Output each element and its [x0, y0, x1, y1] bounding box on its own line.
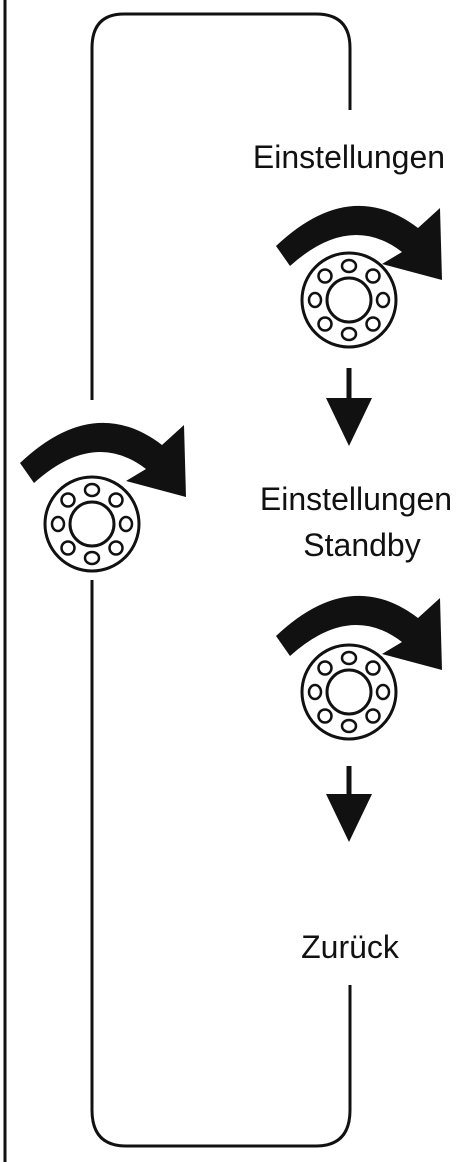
loop-connector: [90, 12, 352, 400]
knob-icon: [43, 475, 141, 573]
step-label-einstellungen-standby-line2: Standby: [303, 527, 420, 563]
step-label-einstellungen-standby-line1: Einstellungen: [260, 481, 452, 517]
arrow-down-icon: [326, 368, 372, 446]
knob-icon: [300, 643, 398, 741]
step-label-zurueck: Zurück: [301, 929, 400, 965]
loop-connector-return: [90, 580, 352, 1148]
knob-icon: [300, 251, 398, 349]
arrow-down-icon: [326, 766, 372, 842]
step-label-einstellungen: Einstellungen: [253, 139, 445, 175]
